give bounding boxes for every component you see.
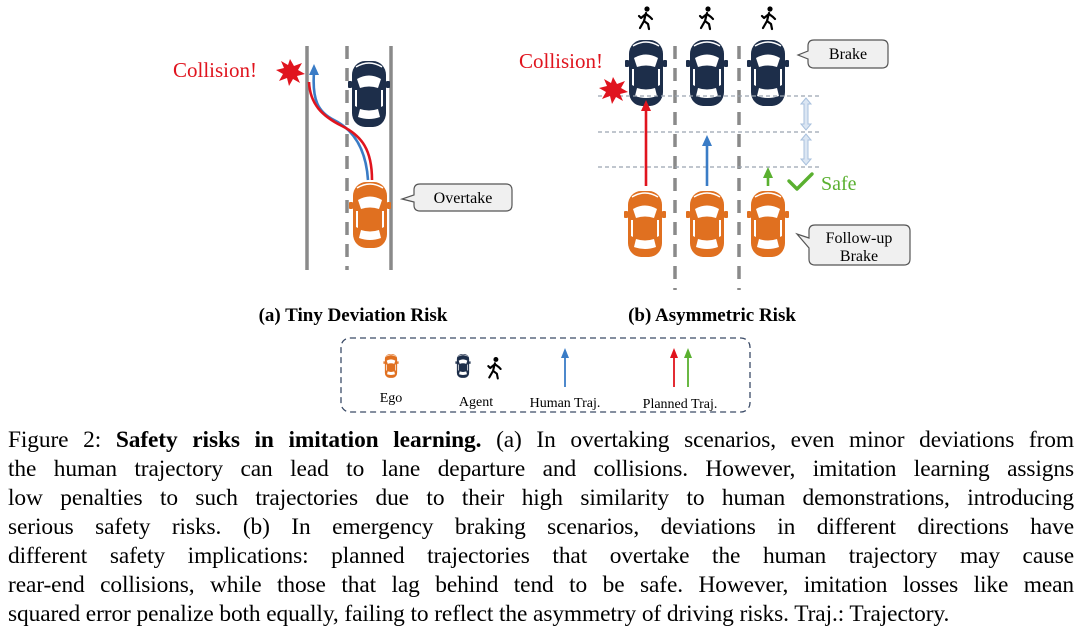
- panel-a: Collision! Overtake (a) Tiny Deviation R…: [173, 46, 513, 326]
- followup-label-line1: Follow-up: [826, 230, 893, 247]
- ego-car: [746, 190, 790, 258]
- caption-line: Figure 2: Safety risks in imitation lear…: [8, 427, 1074, 453]
- pedestrian-icon: [760, 5, 777, 31]
- gap-indicator: [799, 97, 813, 166]
- collision-label-a: Collision!: [173, 58, 257, 82]
- caption-line: different safety implications: planned t…: [8, 543, 1074, 569]
- legend-ego-car-icon: [383, 353, 399, 379]
- planned-trajectory-red: [307, 81, 374, 181]
- caption-line: serious safety risks. (b) In emergency b…: [8, 514, 1074, 540]
- legend-planned-label: Planned Traj.: [643, 397, 718, 412]
- agent-car: [624, 39, 668, 107]
- subtitle-a: (a) Tiny Deviation Risk: [259, 305, 448, 326]
- ego-car: [348, 181, 392, 249]
- ego-car: [623, 190, 667, 258]
- panel-b: Collision! Brake Safe Follow-up Brake (b…: [519, 5, 911, 326]
- safe-label: Safe: [821, 173, 857, 195]
- caption-line: rear-end collisions, while those that la…: [8, 572, 1074, 598]
- figure-caption: Figure 2: Safety risks in imitation lear…: [8, 426, 1074, 629]
- legend-pedestrian-icon: [487, 355, 502, 380]
- legend-human-label: Human Traj.: [530, 396, 601, 411]
- caption-line: squared error penalize both equally, fai…: [8, 601, 950, 627]
- legend-agent-car-icon: [455, 353, 471, 379]
- pedestrian-icon: [637, 5, 654, 31]
- subtitle-b: (b) Asymmetric Risk: [628, 305, 796, 326]
- ego-car: [685, 190, 729, 258]
- overtake-callout: Overtake: [399, 183, 513, 212]
- legend-ego-label: Ego: [380, 391, 403, 406]
- pedestrian-icon: [698, 5, 715, 31]
- agent-car: [347, 60, 391, 128]
- legend-box: [340, 337, 751, 413]
- caption-bold-title: Safety risks in imitation learning.: [115, 427, 482, 453]
- legend-agent-label: Agent: [459, 395, 493, 410]
- collision-burst-icon: [276, 59, 305, 86]
- caption-figure-label: Figure 2:: [8, 427, 116, 453]
- overtake-label: Overtake: [434, 190, 493, 207]
- collision-label-b: Collision!: [519, 49, 603, 73]
- figure-diagram: Collision! Overtake (a) Tiny Deviation R…: [173, 5, 911, 413]
- caption-line: low penalties to such trajectories due t…: [8, 485, 1074, 511]
- followup-brake-callout: Follow-up Brake: [795, 224, 911, 266]
- caption-line: the human trajectory can lead to lane de…: [8, 456, 1074, 482]
- human-trajectory-blue: [312, 71, 370, 181]
- legend: Ego Agent Human Traj. Planned Traj.: [340, 337, 751, 413]
- followup-label-line2: Brake: [840, 248, 878, 265]
- collision-burst-icon: [599, 77, 628, 104]
- brake-callout: Brake: [796, 39, 889, 69]
- brake-label: Brake: [829, 46, 867, 63]
- checkmark-icon: [787, 172, 814, 191]
